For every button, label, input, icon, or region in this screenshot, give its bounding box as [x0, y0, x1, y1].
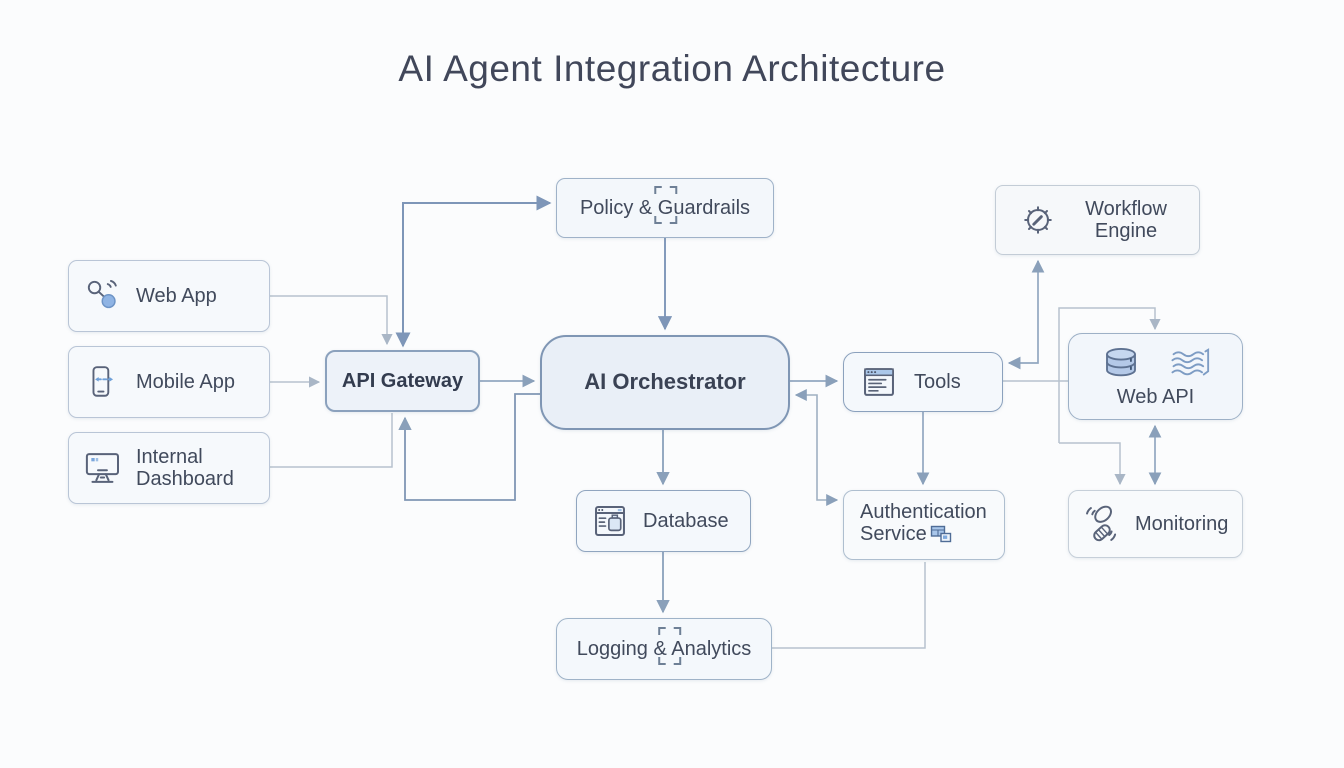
windows-overlap-icon	[930, 525, 953, 549]
waves-icon	[1168, 345, 1212, 381]
node-workflow-engine: Workflow Engine	[995, 185, 1200, 255]
node-label: Mobile App	[136, 370, 235, 393]
edge-auth-orchestrator	[794, 389, 839, 506]
edge-gateway-policy	[395, 195, 552, 348]
node-label: Tools	[914, 370, 961, 393]
node-tools: Tools	[843, 352, 1003, 412]
node-authentication-service: Authentication Service	[843, 490, 1005, 560]
node-label: API Gateway	[341, 369, 464, 392]
node-policy-guardrails: Policy & Guardrails	[556, 178, 774, 238]
edge-tools-workflow	[1007, 259, 1045, 370]
node-label: Logging & Analytics	[576, 637, 752, 660]
node-ai-orchestrator: AI Orchestrator	[540, 335, 790, 430]
database-cylinder-icon	[1100, 344, 1142, 382]
window-database-icon	[591, 502, 629, 540]
window-list-icon	[860, 364, 898, 400]
node-label: Monitoring	[1135, 512, 1229, 535]
node-api-gateway: API Gateway	[325, 350, 480, 412]
desktop-monitor-icon	[83, 449, 123, 487]
node-label: Policy & Guardrails	[579, 196, 751, 219]
node-mobile-app: Mobile App	[68, 346, 270, 418]
node-web-app: Web App	[68, 260, 270, 332]
node-internal-dashboard: Internal Dashboard	[68, 432, 270, 504]
smartphone-icon	[85, 364, 121, 400]
edge-dashboard-gateway	[270, 413, 393, 468]
node-label: AI Orchestrator	[584, 369, 746, 395]
focus-brackets-icon	[653, 184, 679, 232]
node-logging-analytics: Logging & Analytics	[556, 618, 772, 680]
share-node-icon	[85, 278, 121, 314]
node-database: Database	[576, 490, 751, 552]
signal-probe-icon	[1081, 502, 1125, 546]
node-label: Internal Dashboard	[136, 445, 234, 490]
node-label: Workflow Engine	[1085, 197, 1167, 242]
node-label: Authentication Service	[860, 501, 992, 550]
focus-brackets-icon	[657, 625, 683, 673]
diagram-title: AI Agent Integration Architecture	[398, 48, 946, 89]
edge-logging-auth	[772, 562, 926, 649]
node-label: Web API	[1116, 386, 1195, 409]
node-monitoring: Monitoring	[1068, 490, 1243, 558]
node-label: Database	[643, 509, 729, 532]
node-web-api: Web API	[1068, 333, 1243, 420]
node-label: Web App	[136, 284, 217, 307]
edge-webapp-gateway	[270, 295, 393, 346]
edge-branch-monitoring-top	[1059, 442, 1126, 486]
gear-icon	[1018, 200, 1058, 240]
